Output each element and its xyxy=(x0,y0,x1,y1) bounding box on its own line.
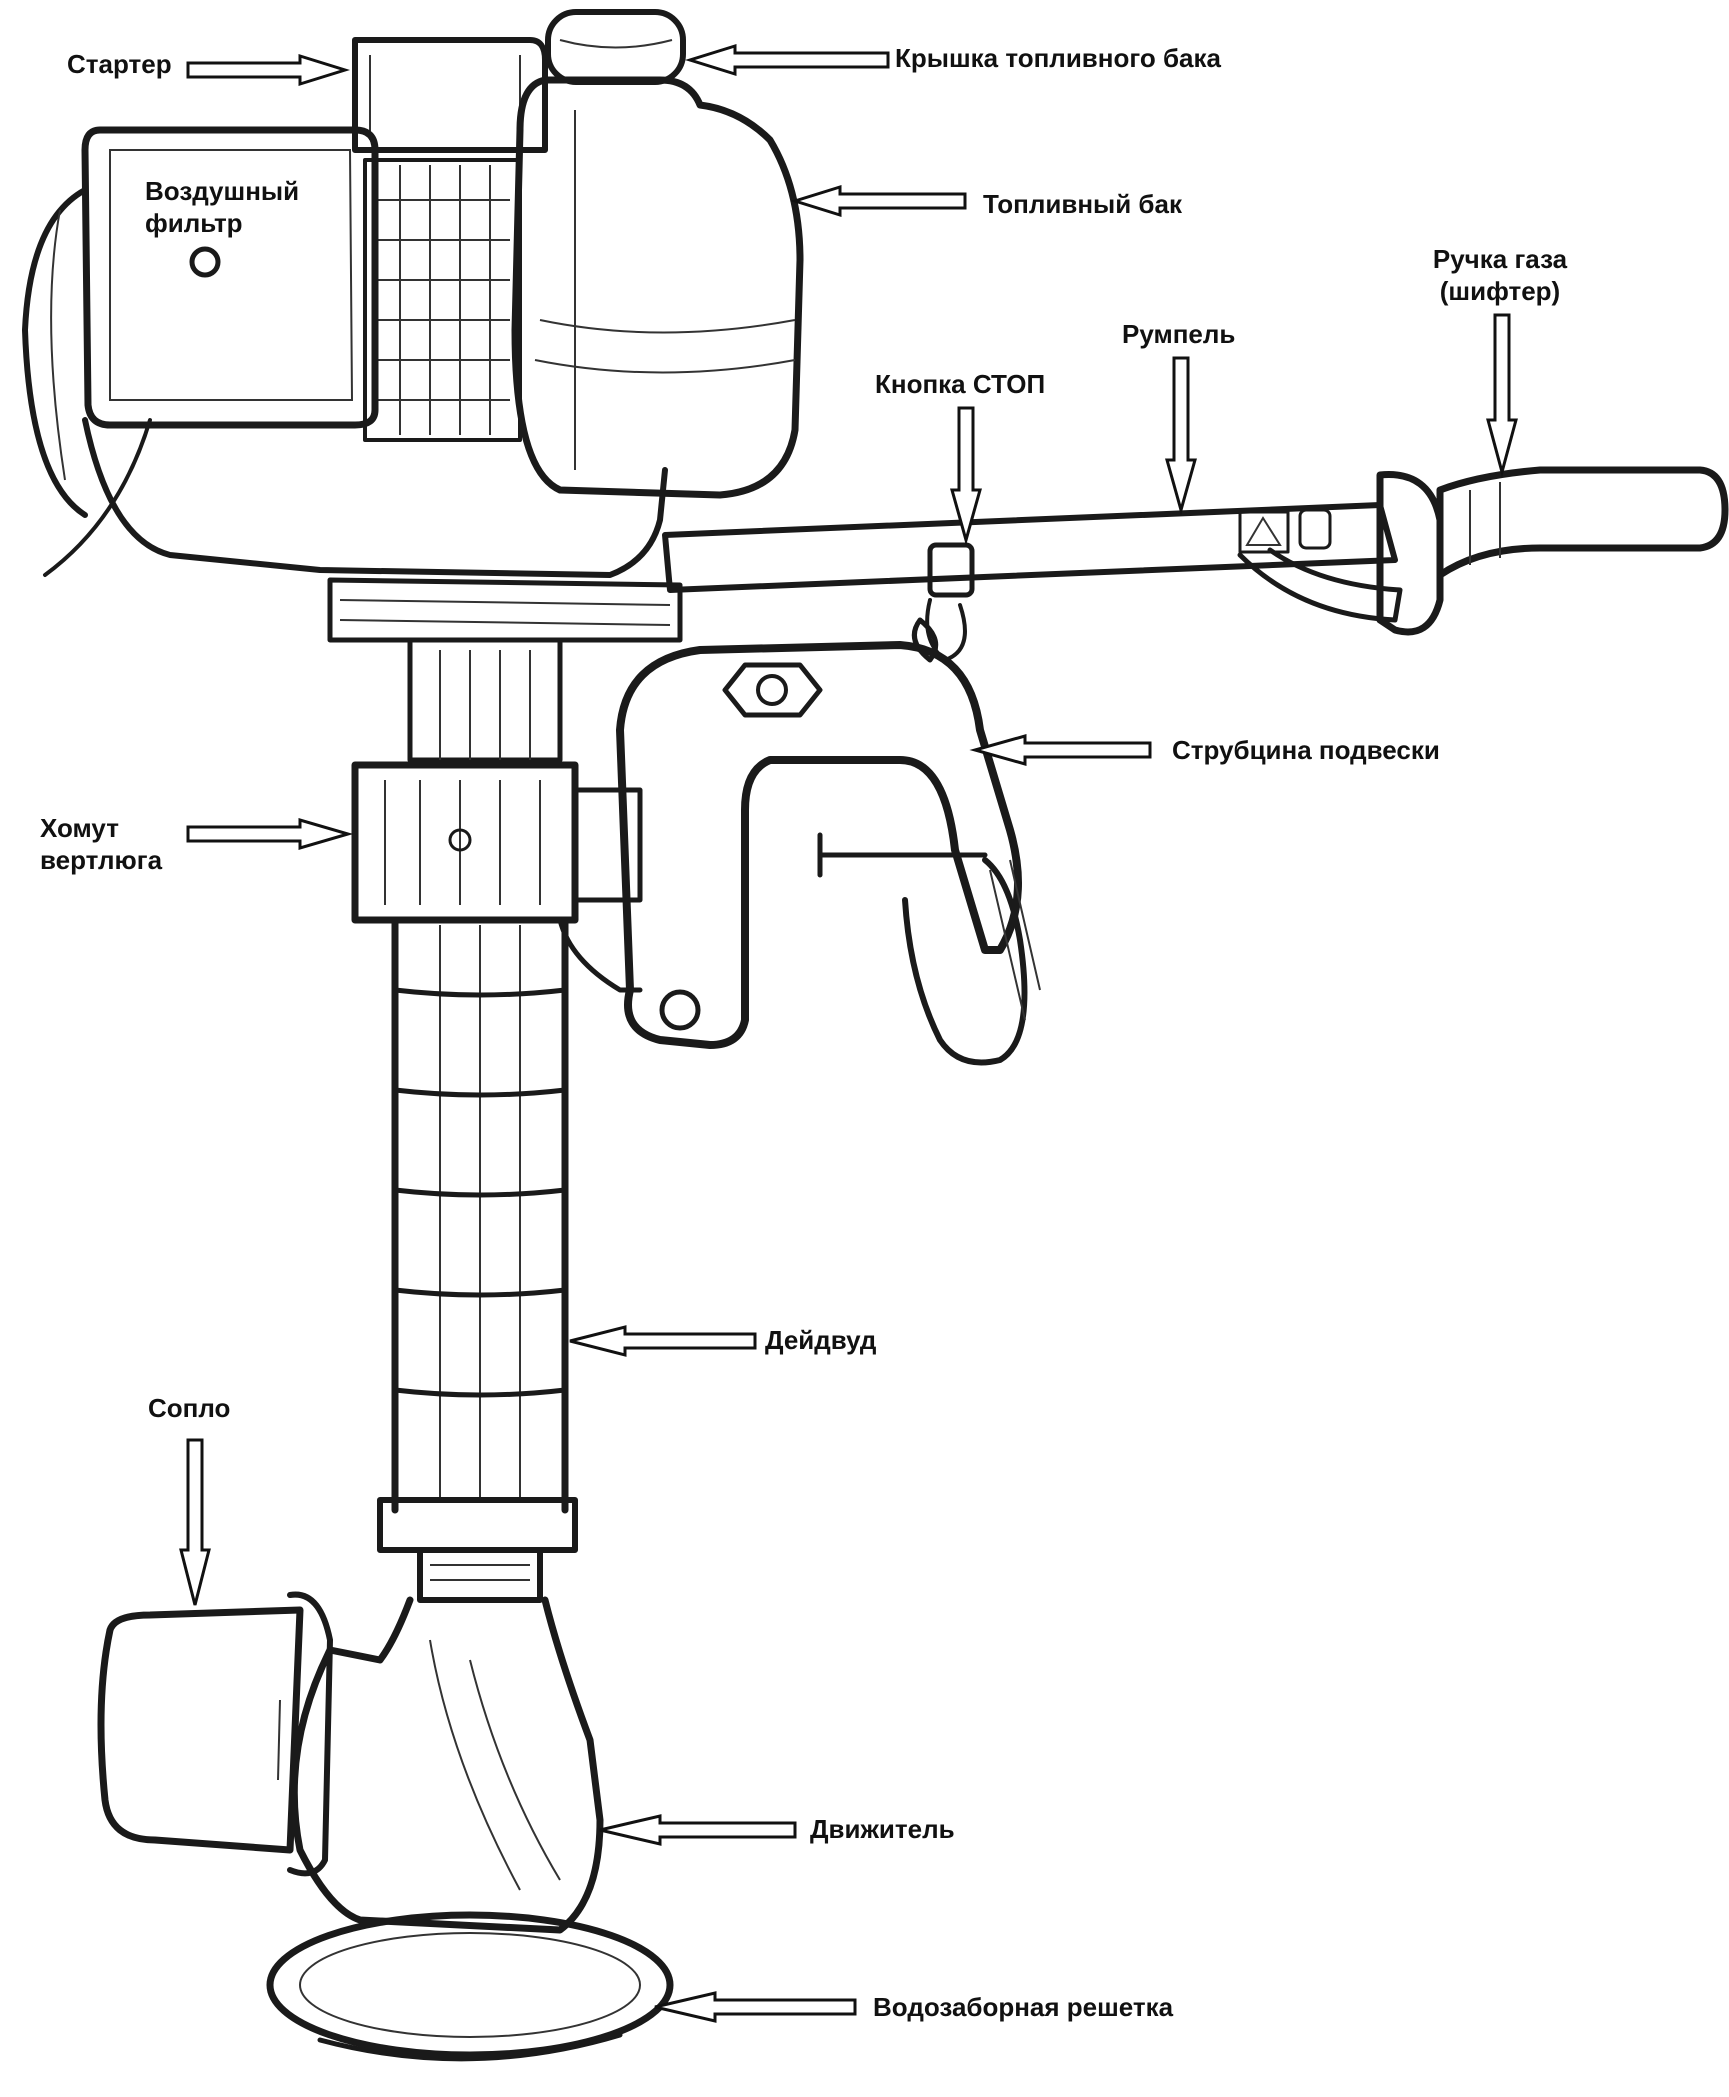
label-shaft: Дейдвуд xyxy=(765,1325,877,1355)
arrow-clamp xyxy=(969,734,1152,766)
label-swivel: Хомут вертлюга xyxy=(40,812,162,876)
label-swivel-line2: вертлюга xyxy=(40,845,163,875)
label-air-filter: Воздушный фильтр xyxy=(145,175,299,239)
label-fuel-cap: Крышка топливного бака xyxy=(895,43,1221,73)
shaft-tube xyxy=(377,916,578,1603)
arrow-nozzle xyxy=(179,1438,211,1606)
label-tiller: Румпель xyxy=(1122,319,1236,349)
label-clamp: Струбцина подвески xyxy=(1172,735,1440,765)
label-throttle-line1: Ручка газа xyxy=(1432,244,1568,274)
arrow-stop-button xyxy=(950,406,982,546)
label-air-filter-line2: фильтр xyxy=(145,208,243,238)
arrow-tiller xyxy=(1165,356,1197,516)
arrow-propulsor xyxy=(599,1814,797,1846)
arrow-intake-grate xyxy=(654,1991,857,2023)
label-propulsor: Движитель xyxy=(810,1814,955,1844)
label-air-filter-line1: Воздушный xyxy=(145,176,300,206)
arrow-swivel xyxy=(186,818,354,850)
arrow-shaft xyxy=(569,1325,757,1357)
transom-clamp xyxy=(616,617,1041,1066)
label-throttle-line2: (шифтер) xyxy=(1439,276,1561,306)
label-swivel-line1: Хомут xyxy=(40,813,119,843)
label-nozzle: Сопло xyxy=(148,1393,231,1423)
label-stop-button: Кнопка СТОП xyxy=(875,369,1046,399)
arrow-fuel-cap xyxy=(684,43,890,77)
arrow-throttle xyxy=(1486,313,1518,478)
jet-propulsor xyxy=(97,1591,674,2062)
engine-body xyxy=(22,9,804,643)
tiller-arm xyxy=(662,466,1729,662)
arrow-starter xyxy=(186,53,351,87)
label-starter: Стартер xyxy=(67,49,172,79)
arrow-fuel-tank xyxy=(789,184,967,218)
label-intake-grate: Водозаборная решетка xyxy=(873,1992,1174,2022)
label-fuel-tank: Топливный бак xyxy=(983,189,1182,219)
callout-arrows xyxy=(179,43,1518,2023)
label-throttle: Ручка газа (шифтер) xyxy=(1420,243,1580,307)
